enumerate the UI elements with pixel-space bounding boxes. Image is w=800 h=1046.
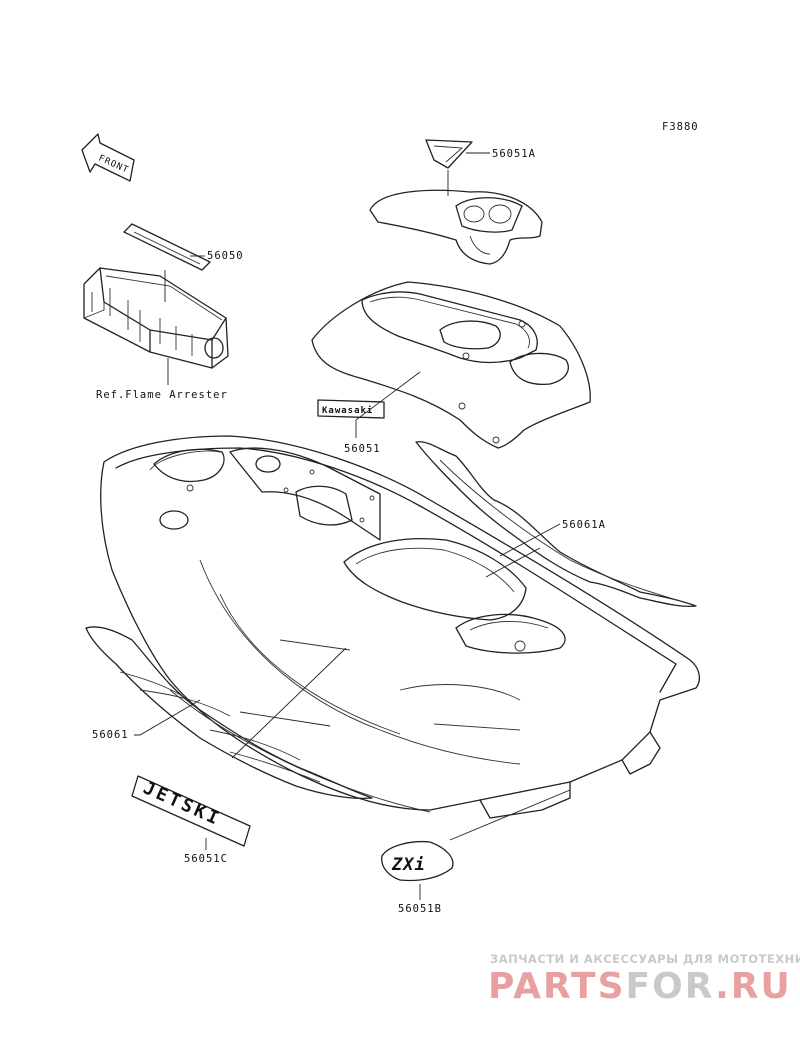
watermark-brand: PARTSFOR.RU — [488, 966, 792, 1007]
label-56061A: 56061A — [562, 519, 606, 531]
figure-code: F3880 — [662, 121, 699, 133]
watermark-brand-mid: FOR — [626, 966, 716, 1007]
leader-56061A — [499, 523, 561, 557]
leader-56061 — [134, 699, 201, 736]
leader-56051B-b — [449, 789, 571, 841]
label-56051: 56051 — [344, 443, 381, 455]
front-deck-hatch — [311, 281, 591, 449]
label-56051C: 56051C — [184, 853, 228, 865]
watermark-brand-left: PARTS — [488, 966, 626, 1007]
ref-flame-arrester-note: Ref.Flame Arrester — [96, 389, 228, 401]
leader-56051-b — [355, 371, 421, 421]
jetski-decal: JETSKI — [131, 775, 251, 847]
label-56050: 56050 — [207, 250, 244, 262]
flame-arrester-decal — [123, 223, 211, 271]
kawasaki-decal-text: Kawasaki — [322, 405, 373, 416]
leader-hull — [485, 547, 541, 578]
flame-arrester-box — [83, 267, 229, 369]
hull — [100, 435, 701, 819]
front-arrow-icon: FRONT — [81, 133, 135, 182]
jetski-decal-text: JETSKI — [140, 777, 224, 830]
leader-56061-c — [239, 711, 331, 727]
kawasaki-decal: Kawasaki — [317, 399, 385, 419]
zxi-decal-text: ZXi — [391, 855, 426, 875]
triangle-decal — [425, 139, 473, 169]
watermark-tagline: ЗАПЧАСТИ И АКСЕССУАРЫ ДЛЯ МОТОТЕХНИКИ — [490, 952, 800, 966]
side-graphic-right — [415, 441, 697, 608]
label-56051B: 56051B — [398, 903, 442, 915]
watermark-brand-right: .RU — [715, 966, 792, 1007]
side-graphic-left — [85, 626, 373, 800]
zxi-decal: ZXi — [381, 840, 454, 882]
instrument-cover — [369, 189, 543, 265]
watermark: ЗАПЧАСТИ И АКСЕССУАРЫ ДЛЯ МОТОТЕХНИКИ PA… — [488, 952, 800, 1007]
label-56061: 56061 — [92, 729, 129, 741]
leader-56061-b — [231, 647, 347, 759]
label-56051A: 56051A — [492, 148, 536, 160]
